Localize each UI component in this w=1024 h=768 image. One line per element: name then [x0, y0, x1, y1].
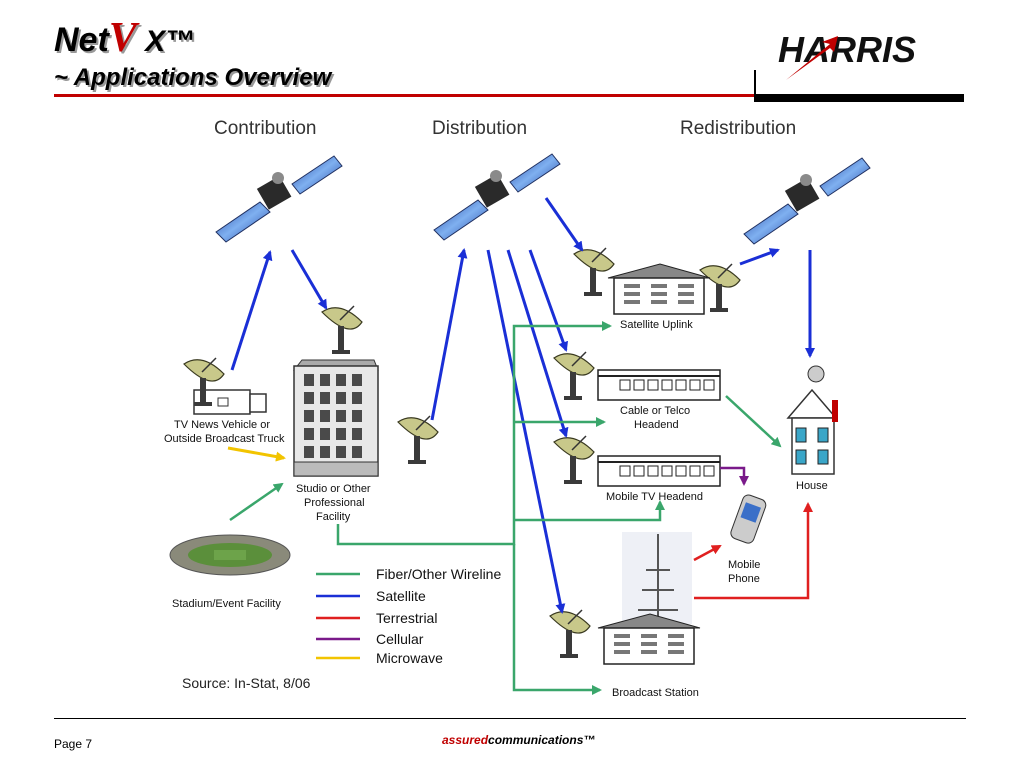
- label-stadium: Stadium/Event Facility: [172, 598, 281, 610]
- footer-tagline: assuredcommunications™: [442, 733, 595, 747]
- studio-dish-icon: [321, 305, 363, 355]
- harris-logo-swoosh: [786, 36, 838, 80]
- satellite-icon: [215, 155, 343, 243]
- broadcast-dish-icon: [549, 609, 591, 659]
- label-house: House: [796, 480, 828, 492]
- legend-label-cellular: Cellular: [376, 631, 424, 647]
- footer-rule: [54, 718, 966, 719]
- label-mobile-2: Phone: [728, 573, 760, 585]
- label-tv-news-1: TV News Vehicle or: [174, 419, 270, 431]
- label-studio-1: Studio or Other: [296, 483, 371, 495]
- satellite-links: [230, 197, 815, 614]
- heading-redistribution: Redistribution: [680, 118, 796, 139]
- label-cable-2: Headend: [634, 419, 679, 431]
- legend-label-microwave: Microwave: [376, 650, 443, 666]
- uplink-dish-right-icon: [699, 263, 741, 313]
- mobile-tv-dish-icon: [553, 435, 595, 485]
- mobile-phone-icon: [730, 494, 767, 544]
- cable-dish-icon: [553, 351, 595, 401]
- harris-logo-text: HARRIS: [778, 29, 916, 70]
- label-mobile-1: Mobile: [728, 559, 760, 571]
- cable-headend-building: [597, 369, 721, 401]
- label-studio-3: Facility: [316, 511, 351, 523]
- label-mobile-tv: Mobile TV Headend: [606, 491, 703, 503]
- broadcast-tower: [622, 532, 692, 624]
- tagline-assured: assured: [442, 733, 489, 747]
- source-note: Source: In-Stat, 8/06: [182, 675, 311, 691]
- tagline-communications: communications™: [488, 733, 596, 747]
- microwave-link: [227, 446, 286, 462]
- label-broadcast-station: Broadcast Station: [612, 687, 699, 699]
- header-rule: [54, 94, 754, 97]
- title-v: V: [108, 15, 137, 61]
- fiber-links: [229, 321, 782, 695]
- distribution-uplink-dish-icon: [397, 415, 439, 465]
- satellite-uplink-building: [607, 263, 711, 315]
- uplink-dish-icon: [573, 247, 615, 297]
- satellite-icon: [433, 153, 561, 241]
- harris-logo: HARRIS: [778, 29, 916, 80]
- header-rule-black: [754, 94, 964, 102]
- applications-diagram: Contribution Distribution Redistribution…: [164, 118, 871, 699]
- legend: Fiber/Other Wireline Satellite Terrestri…: [316, 566, 501, 666]
- label-satellite-uplink: Satellite Uplink: [620, 319, 693, 331]
- label-studio-2: Professional: [304, 497, 365, 509]
- stadium-image: [169, 534, 291, 576]
- title-prefix: Net: [54, 21, 109, 59]
- slide-title: NetV X™: [54, 15, 196, 62]
- legend-label-fiber: Fiber/Other Wireline: [376, 566, 501, 582]
- mobile-tv-headend-building: [597, 455, 721, 487]
- slide-subtitle: ~ Applications Overview: [54, 64, 332, 91]
- heading-distribution: Distribution: [432, 118, 527, 139]
- legend-label-terrestrial: Terrestrial: [376, 610, 437, 626]
- satellite-icon: [743, 157, 871, 245]
- title-suffix: X™: [136, 25, 196, 58]
- terrestrial-links: [693, 502, 813, 600]
- cellular-link: [720, 466, 749, 486]
- heading-contribution: Contribution: [214, 118, 316, 139]
- house: [786, 365, 838, 475]
- header-rule-vertical: [754, 70, 756, 100]
- legend-label-satellite: Satellite: [376, 588, 426, 604]
- studio-building: [292, 359, 379, 477]
- label-tv-news-2: Outside Broadcast Truck: [164, 433, 285, 445]
- page-number: Page 7: [54, 737, 93, 751]
- label-cable-1: Cable or Telco: [620, 405, 690, 417]
